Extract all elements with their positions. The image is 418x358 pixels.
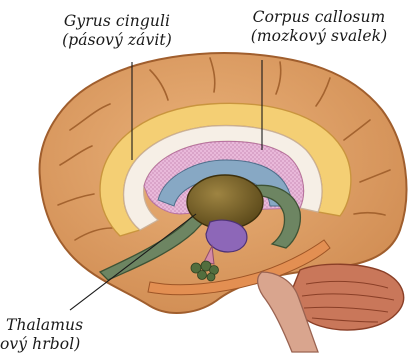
label-gyrus-cinguli-czech: (pásový závit)	[32, 31, 202, 50]
label-thalamus-czech: ový hrbol)	[0, 335, 104, 354]
label-corpus-callosum: Corpus callosum (mozkový svalek)	[226, 8, 412, 46]
cerebellum	[291, 264, 403, 330]
label-thalamus-latin: Thalamus	[0, 316, 104, 335]
label-gyrus-cinguli-latin: Gyrus cinguli	[32, 12, 202, 31]
label-gyrus-cinguli: Gyrus cinguli (pásový závit)	[32, 12, 202, 50]
label-corpus-callosum-czech: (mozkový svalek)	[226, 27, 412, 46]
label-thalamus: Thalamus ový hrbol)	[0, 316, 104, 354]
label-corpus-callosum-latin: Corpus callosum	[226, 8, 412, 27]
